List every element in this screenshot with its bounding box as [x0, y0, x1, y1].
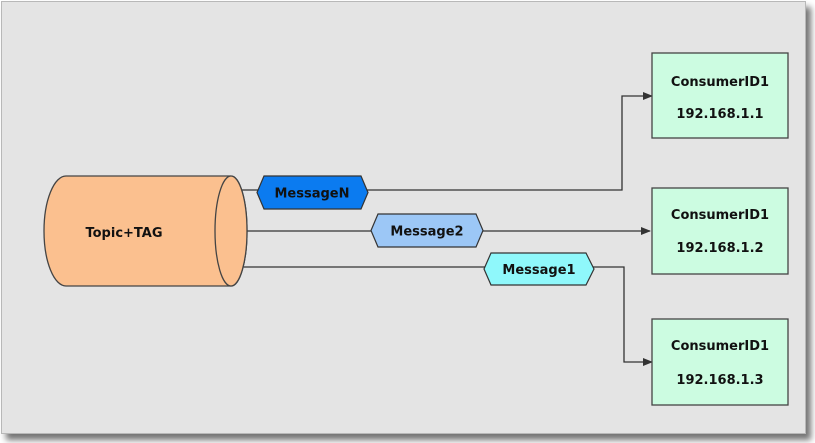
connector-line-consumer-1	[240, 92, 653, 191]
message-tag-label: Message1	[502, 263, 575, 278]
consumer-ip: 192.168.1.1	[676, 107, 763, 122]
consumer-name: ConsumerID1	[671, 75, 769, 90]
topic-label: Topic+TAG	[85, 226, 162, 241]
message-tag-2: Message2	[370, 213, 484, 248]
connector-line-consumer-3	[243, 266, 653, 366]
message-tag-n: MessageN	[256, 175, 369, 210]
consumer-box-2: ConsumerID1 192.168.1.2	[651, 187, 789, 275]
consumer-ip: 192.168.1.2	[676, 241, 763, 256]
consumer-ip: 192.168.1.3	[676, 373, 763, 388]
consumer-name: ConsumerID1	[671, 339, 769, 354]
consumer-box-3: ConsumerID1 192.168.1.3	[651, 318, 789, 406]
topic-cylinder-cap	[214, 175, 248, 287]
consumer-name: ConsumerID1	[671, 208, 769, 223]
message-tag-label: Message2	[390, 225, 463, 240]
consumer-box-1: ConsumerID1 192.168.1.1	[651, 52, 789, 139]
message-tag-label: MessageN	[274, 187, 349, 202]
message-tag-1: Message1	[483, 252, 595, 286]
topic-cylinder: Topic+TAG	[43, 175, 248, 287]
